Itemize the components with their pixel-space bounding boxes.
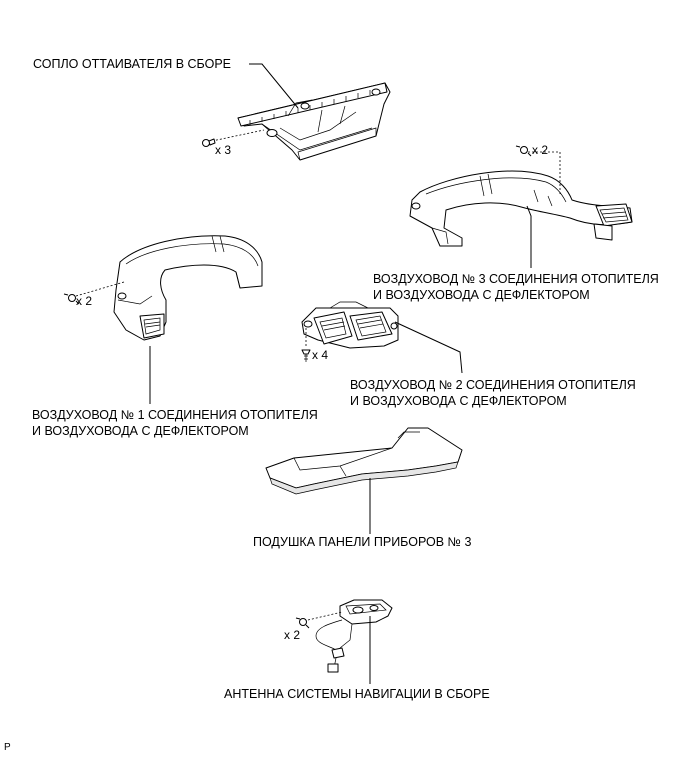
duct-3-part	[409, 170, 633, 247]
cushion-label: ПОДУШКА ПАНЕЛИ ПРИБОРОВ № 3	[253, 535, 472, 549]
duct-1-label-line2: И ВОЗДУХОВОДА С ДЕФЛЕКТОРОМ	[32, 424, 249, 438]
navigation-antenna-part	[315, 599, 393, 673]
duct2-screw-icon	[301, 328, 311, 362]
duct-3-label-line1: ВОЗДУХОВОД № 3 СОЕДИНЕНИЯ ОТОПИТЕЛЯ	[373, 272, 659, 286]
duct-2-label: ВОЗДУХОВОД № 2 СОЕДИНЕНИЯ ОТОПИТЕЛЯ И ВО…	[350, 377, 636, 409]
duct1-clip-icon	[63, 281, 125, 305]
duct3-screw-quantity: x 2	[532, 143, 549, 157]
duct-3-label-line2: И ВОЗДУХОВОДА С ДЕФЛЕКТОРОМ	[373, 288, 590, 302]
nozzle-screw-quantity: x 3	[215, 143, 232, 157]
defroster-nozzle-part	[237, 82, 391, 161]
duct1-screw-quantity: x 2	[76, 294, 93, 308]
antenna-label: АНТЕННА СИСТЕМЫ НАВИГАЦИИ В СБОРЕ	[224, 687, 490, 701]
duct-2-part	[301, 301, 399, 349]
antenna-screw-quantity: x 2	[284, 628, 301, 642]
duct-2-label-line2: И ВОЗДУХОВОДА С ДЕФЛЕКТОРОМ	[350, 394, 567, 408]
corner-mark: P	[4, 742, 11, 753]
instrument-panel-cushion-part	[265, 427, 463, 495]
duct-2-label-line1: ВОЗДУХОВОД № 2 СОЕДИНЕНИЯ ОТОПИТЕЛЯ	[350, 378, 636, 392]
antenna-screw-icon	[295, 611, 343, 629]
duct-1-part	[113, 235, 263, 341]
duct-1-label: ВОЗДУХОВОД № 1 СОЕДИНЕНИЯ ОТОПИТЕЛЯ И ВО…	[32, 407, 318, 439]
duct2-screw-quantity: x 4	[312, 348, 329, 362]
nozzle-screw-icon	[202, 129, 265, 147]
duct-1-label-line1: ВОЗДУХОВОД № 1 СОЕДИНЕНИЯ ОТОПИТЕЛЯ	[32, 408, 318, 422]
defroster-nozzle-label: СОПЛО ОТТАИВАТЕЛЯ В СБОРЕ	[33, 57, 232, 71]
duct3-clip-icon	[515, 145, 561, 196]
duct-3-label: ВОЗДУХОВОД № 3 СОЕДИНЕНИЯ ОТОПИТЕЛЯ И ВО…	[373, 271, 659, 303]
